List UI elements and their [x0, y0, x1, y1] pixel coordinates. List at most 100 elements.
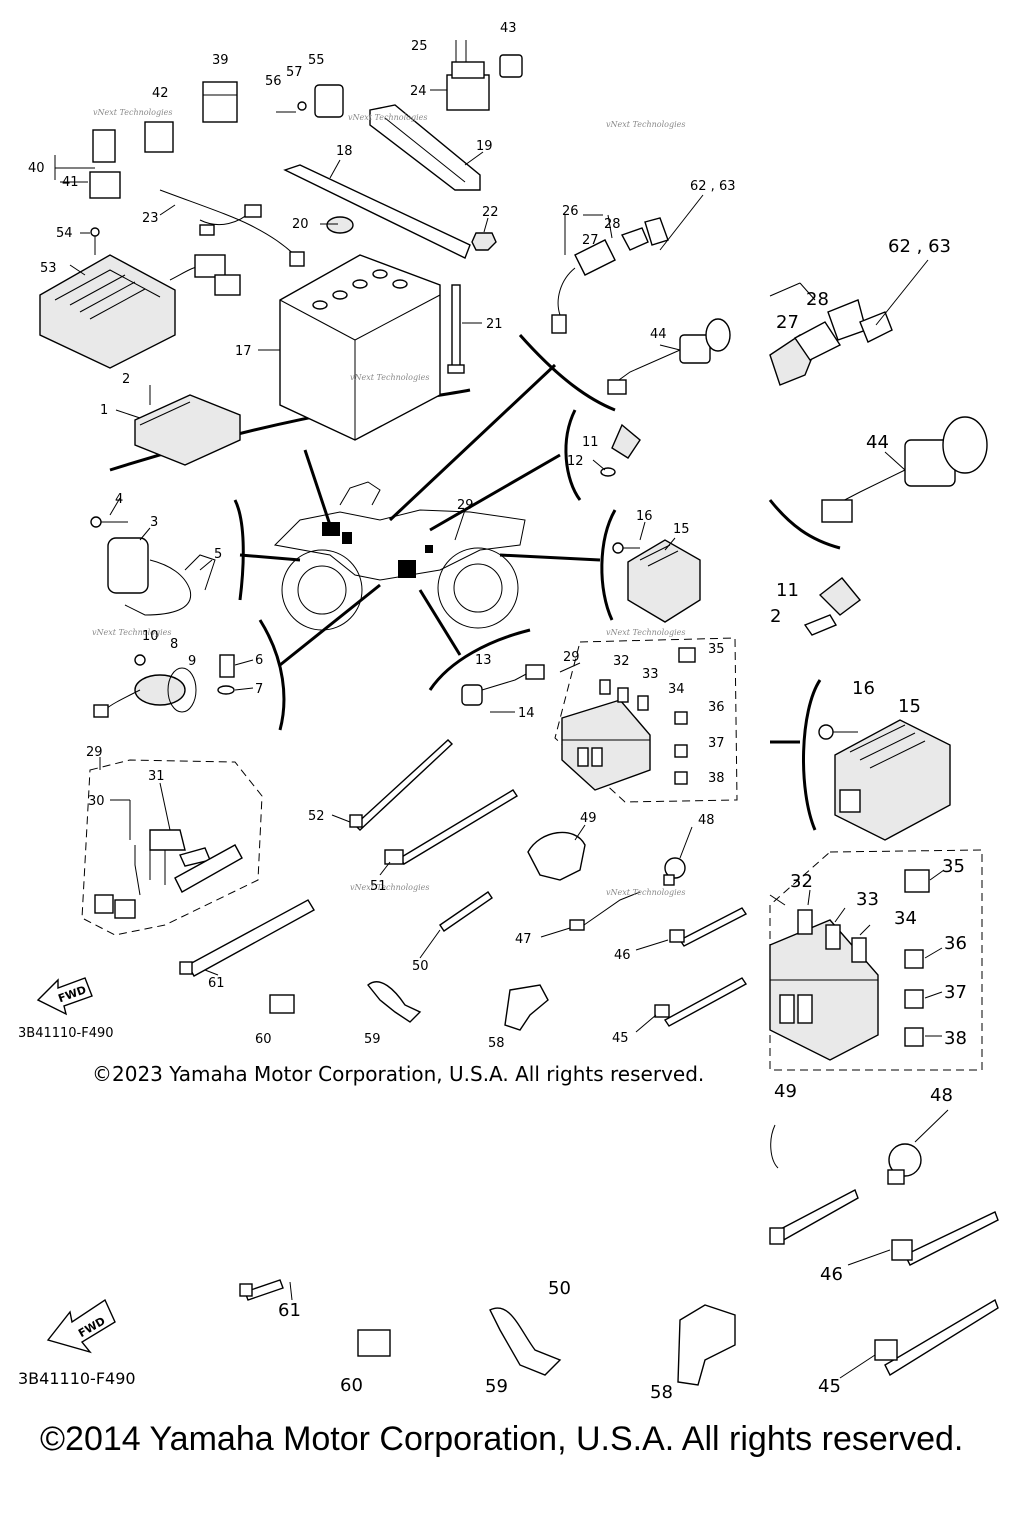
large-holder-49: [770, 1124, 779, 1169]
label-31: 31: [148, 769, 165, 784]
large-tie-61: [239, 1279, 293, 1301]
clamp-60: [269, 994, 295, 1014]
sub-harness-23: [159, 189, 305, 267]
label-54: 54: [56, 226, 73, 241]
svg-text:vNext Technologies: vNext Technologies: [606, 628, 685, 637]
large-label-36: 36: [944, 933, 967, 954]
large-label-49: 49: [774, 1081, 797, 1102]
diagram-code-large: 3B41110-F490: [18, 1369, 136, 1388]
svg-text:vNext Technologies: vNext Technologies: [606, 888, 685, 897]
large-label-34: 34: [894, 908, 917, 929]
large-label-45: 45: [818, 1376, 841, 1397]
label-8: 8: [170, 637, 178, 652]
clamp-59: [367, 981, 422, 1023]
label-24: 24: [410, 84, 427, 99]
svg-text:vNext Technologies: vNext Technologies: [606, 120, 685, 129]
large-label-11: 11: [776, 580, 799, 601]
label-33: 33: [642, 667, 659, 682]
label-61: 61: [208, 976, 225, 991]
label-15: 15: [673, 522, 690, 537]
label-10: 10: [142, 629, 159, 644]
screw-54: [90, 227, 100, 255]
label-45: 45: [612, 1031, 629, 1046]
large-clamp-60: [357, 1329, 391, 1357]
label-29-wire: 29: [86, 745, 103, 760]
lead-47: [569, 891, 641, 931]
diagram-code: 3B41110-F490: [18, 1026, 114, 1041]
label-55: 55: [308, 53, 325, 68]
label-3: 3: [150, 515, 158, 530]
group-divider-tilt: [564, 409, 582, 501]
ignition-coil-3: [90, 516, 216, 616]
relay-40-41: [89, 129, 121, 199]
label-25: 25: [411, 39, 428, 54]
large-rectifier-15: [770, 679, 951, 841]
svg-text:vNext Technologies: vNext Technologies: [350, 883, 429, 892]
large-label-33: 33: [856, 889, 879, 910]
large-label-44: 44: [866, 432, 889, 453]
battery-17: [279, 254, 441, 441]
label-52: 52: [308, 809, 325, 824]
clamp-48: [663, 857, 686, 886]
group-divider-lower: [258, 619, 286, 731]
label-4: 4: [115, 492, 123, 507]
battery-band-18: [283, 164, 471, 259]
cap-43: [499, 54, 523, 78]
label-62-63: 62 , 63: [690, 179, 735, 194]
label-56: 56: [265, 74, 282, 89]
label-47: 47: [515, 932, 532, 947]
large-label-28: 28: [806, 289, 829, 310]
label-7: 7: [255, 682, 263, 697]
relay-39: [202, 81, 238, 123]
label-2: 2: [122, 372, 130, 387]
watermarks: vNext Technologies vNext Technologies vN…: [92, 108, 685, 897]
large-label-60: 60: [340, 1375, 363, 1396]
label-27: 27: [582, 233, 599, 248]
starter-relay-24: [446, 61, 490, 111]
group-divider-switch: [518, 334, 616, 412]
module-1: [134, 394, 241, 466]
svg-text:vNext Technologies: vNext Technologies: [350, 373, 429, 382]
cable-tie-50: [439, 891, 493, 932]
copyright-2023: ©2023 Yamaha Motor Corporation, U.S.A. A…: [92, 1062, 705, 1086]
label-9: 9: [188, 654, 196, 669]
label-28: 28: [604, 217, 621, 232]
cable-tie-61: [179, 899, 315, 977]
large-label-50: 50: [548, 1278, 571, 1299]
label-38: 38: [708, 771, 725, 786]
label-49: 49: [580, 811, 597, 826]
clamp-58: [504, 984, 549, 1031]
relay-55: [276, 84, 344, 118]
large-label-15: 15: [898, 696, 921, 717]
label-11: 11: [582, 435, 599, 450]
label-39: 39: [212, 53, 229, 68]
cable-tie-51: [384, 789, 518, 865]
large-clamp-48: [887, 1109, 949, 1185]
main-switch-26: [551, 217, 669, 334]
label-29-fusebox: 29: [563, 650, 580, 665]
large-label-61: 61: [278, 1300, 301, 1321]
label-37: 37: [708, 736, 725, 751]
large-label-62-63: 62 , 63: [888, 236, 951, 257]
large-label-16: 16: [852, 678, 875, 699]
large-thermo-11: [803, 577, 862, 636]
label-35: 35: [708, 642, 725, 657]
label-53: 53: [40, 261, 57, 276]
label-13: 13: [475, 653, 492, 668]
label-50: 50: [412, 959, 429, 974]
label-57: 57: [286, 65, 303, 80]
svg-text:vNext Technologies: vNext Technologies: [93, 108, 172, 117]
label-44: 44: [650, 327, 667, 342]
large-label-59: 59: [485, 1376, 508, 1397]
label-22: 22: [482, 205, 499, 220]
label-16: 16: [636, 509, 653, 524]
label-20: 20: [292, 217, 309, 232]
label-18: 18: [336, 144, 353, 159]
label-34: 34: [668, 682, 685, 697]
large-label-32: 32: [790, 871, 813, 892]
nut-22: [471, 232, 497, 251]
large-clamp-59: [489, 1307, 562, 1376]
cable-tie-52: [349, 739, 454, 831]
label-14: 14: [518, 706, 535, 721]
